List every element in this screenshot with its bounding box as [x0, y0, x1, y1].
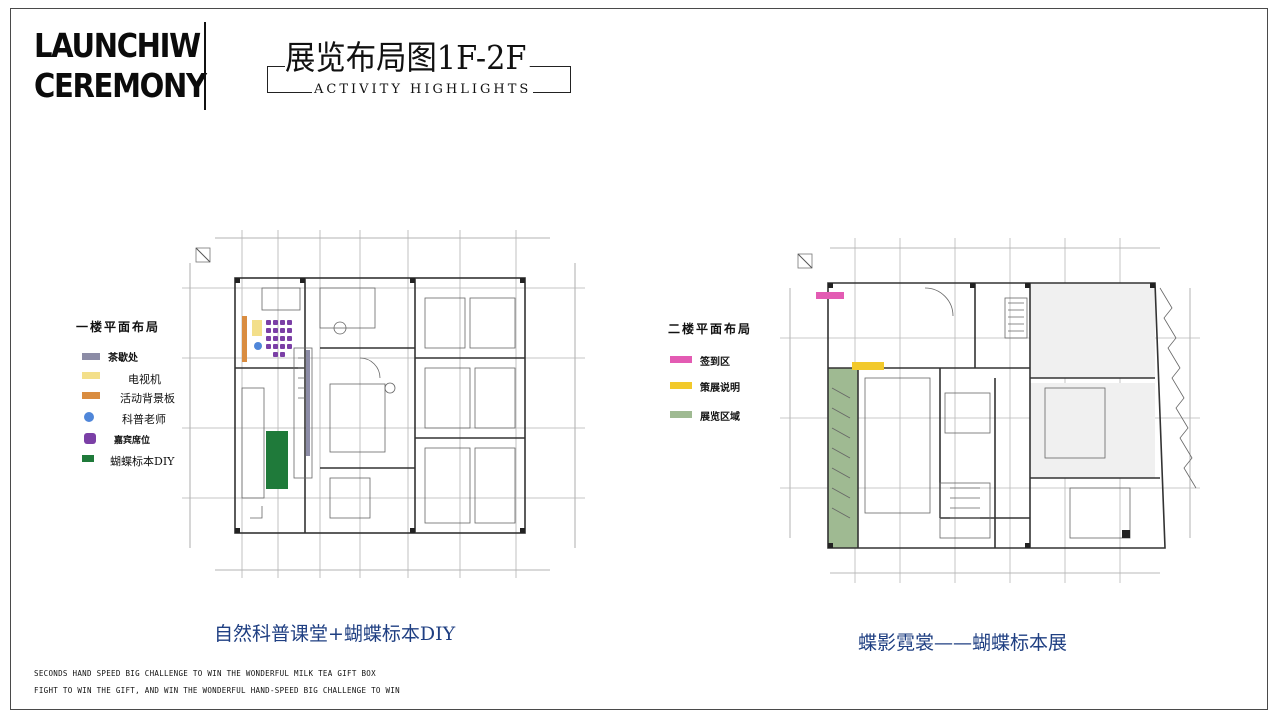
floor2-plan-drawing — [780, 238, 1200, 583]
page-subtitle: ACTIVITY HIGHLIGHTS — [312, 82, 534, 98]
diy-area-mark — [266, 431, 288, 489]
legend-signin-swatch — [670, 356, 692, 363]
brand-line-2: CEREMONY — [34, 66, 207, 105]
legend-exhibition-label: 展览区域 — [700, 412, 740, 423]
legend-tea-label: 茶歇处 — [108, 353, 138, 364]
floor1-legend-title: 一楼平面布局 — [76, 320, 161, 334]
curation-mark — [852, 362, 884, 370]
legend-guest-label: 嘉宾席位 — [114, 436, 151, 446]
legend-backdrop-swatch — [82, 392, 100, 399]
legend-teacher-swatch — [84, 412, 94, 422]
floor2-caption: 蝶影霓裳——蝴蝶标本展 — [858, 632, 1068, 654]
page-title: 展览布局图1F-2F — [285, 36, 531, 80]
legend-curation-swatch — [670, 382, 692, 389]
legend-diy-swatch — [82, 455, 94, 462]
legend-guest-swatch — [84, 433, 96, 444]
brand-line-1: LAUNCHIW — [34, 26, 201, 65]
signin-mark — [816, 292, 844, 299]
legend-tea-swatch — [82, 353, 100, 360]
floor1-plan-drawing — [182, 230, 585, 578]
slide-frame — [10, 8, 1268, 710]
floor1-caption: 自然科普课堂+蝴蝶标本DIY — [214, 623, 456, 645]
brand-divider — [204, 22, 206, 110]
floor2-legend: 二楼平面布局 — [668, 320, 752, 337]
backdrop-mark — [242, 316, 247, 362]
floor2-plan — [780, 228, 1200, 598]
tea-break-mark — [306, 350, 310, 456]
teacher-mark — [254, 342, 262, 350]
footer-line-2: FIGHT TO WIN THE GIFT, AND WIN THE WONDE… — [34, 686, 400, 695]
legend-curation-label: 策展说明 — [700, 383, 740, 394]
floor1-plan — [30, 208, 590, 600]
legend-tv-swatch — [82, 372, 100, 379]
footer-line-1: SECONDS HAND SPEED BIG CHALLENGE TO WIN … — [34, 669, 376, 678]
brand-logo: LAUNCHIW CEREMONY — [34, 26, 207, 106]
legend-teacher-label: 科普老师 — [122, 413, 166, 426]
floor2-legend-title: 二楼平面布局 — [668, 322, 753, 336]
tv-mark — [252, 320, 262, 336]
guest-seats — [266, 320, 292, 357]
legend-exhibition-swatch — [670, 411, 692, 418]
legend-backdrop-label: 活动背景板 — [120, 392, 175, 405]
exhibition-area-mark — [828, 368, 858, 548]
legend-tv-label: 电视机 — [128, 373, 161, 386]
legend-signin-label: 签到区 — [700, 357, 730, 368]
floor1-legend: 一楼平面布局 — [76, 318, 160, 335]
legend-diy-label: 蝴蝶标本DIY — [110, 455, 175, 468]
